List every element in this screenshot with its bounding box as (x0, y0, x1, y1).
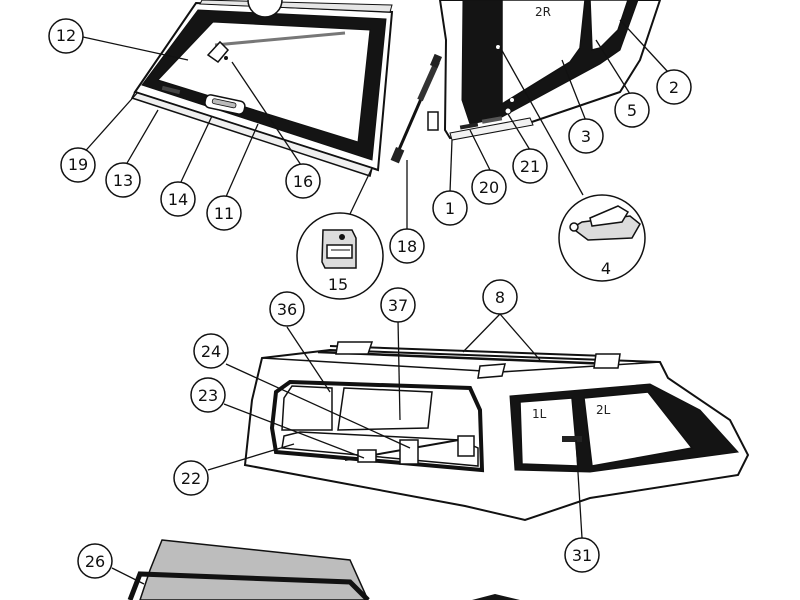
glass-panel-tinted (139, 539, 369, 600)
cap-side-window-1l (519, 397, 579, 467)
roof-rack-mount-left (335, 341, 374, 355)
svg-text:8: 8 (495, 288, 505, 307)
svg-text:26: 26 (85, 552, 105, 571)
callout-5: 5 (614, 92, 650, 128)
detail-4-hinge-clip (558, 194, 646, 282)
glass-panel-seal (127, 571, 370, 600)
cap-rear-handle-left (357, 449, 377, 463)
callout-13: 13 (105, 162, 141, 198)
rear-door-assembly (130, 0, 394, 177)
cap-rear-window-seal (269, 379, 485, 473)
svg-text:21: 21 (520, 157, 540, 176)
cap-badge-left (459, 122, 479, 130)
callout-partial-top (247, 0, 283, 18)
svg-text:11: 11 (214, 204, 234, 223)
leader-lines (79, 0, 669, 585)
callout-31: 31 (564, 537, 600, 573)
cap-badge-right (481, 116, 503, 124)
callout-36: 36 (269, 291, 305, 327)
rear-door-clip (206, 40, 230, 64)
cap-rear-handle-right (457, 435, 475, 457)
callout-1: 1 (432, 190, 468, 226)
callout-2: 2 (656, 69, 692, 105)
svg-text:3: 3 (581, 127, 591, 146)
callout-12: 12 (48, 18, 84, 54)
svg-text:15: 15 (328, 275, 348, 294)
svg-text:37: 37 (388, 296, 408, 315)
svg-text:22: 22 (181, 469, 201, 488)
callout-20: 20 (471, 169, 507, 205)
glass-panel-26 (127, 539, 520, 600)
svg-text:20: 20 (479, 178, 499, 197)
svg-text:23: 23 (198, 386, 218, 405)
rear-door-badge (161, 85, 181, 95)
gas-strut (390, 53, 443, 164)
cap-side-window-2l (583, 391, 694, 467)
truck-cap-assembly: 1L 2L (243, 341, 750, 522)
window-label-2l: 2L (596, 403, 611, 417)
svg-text:24: 24 (201, 342, 221, 361)
svg-text:1: 1 (445, 199, 455, 218)
cap-side-corner: 2R (427, 0, 662, 141)
window-label-1l: 1L (532, 407, 547, 421)
callout-11: 11 (206, 195, 242, 231)
cap-side-latch (562, 436, 582, 442)
callout-22: 22 (173, 460, 209, 496)
rear-door-skirt (130, 91, 373, 177)
svg-text:31: 31 (572, 546, 592, 565)
svg-text:13: 13 (113, 171, 133, 190)
callout-37: 37 (380, 287, 416, 323)
rear-door-clip-dot (224, 56, 228, 60)
callout-4: 4 (601, 259, 611, 278)
rear-door-handle-grip (211, 98, 237, 109)
callout-8: 8 (482, 279, 518, 315)
roof-rack-mount-mid (477, 363, 506, 379)
callout-16: 16 (285, 163, 321, 199)
rear-door-support-rod (214, 31, 346, 47)
cap-rear-glass-center (337, 387, 433, 431)
callout-23: 23 (190, 377, 226, 413)
callout-18: 18 (389, 228, 425, 264)
cap-front-window (589, 0, 629, 51)
svg-text:16: 16 (293, 172, 313, 191)
roof-rack-mount-right (593, 353, 621, 369)
callout-14: 14 (160, 181, 196, 217)
cap-hinge-tab (427, 111, 439, 131)
svg-text:2: 2 (669, 78, 679, 97)
svg-text:5: 5 (627, 101, 637, 120)
glass-panel-edge-right (472, 594, 520, 600)
cap-rear-handle-center (399, 439, 419, 465)
svg-text:18: 18 (397, 237, 417, 256)
svg-text:12: 12 (56, 26, 76, 45)
svg-text:19: 19 (68, 155, 88, 174)
callout-3: 3 (568, 118, 604, 154)
callout-21: 21 (512, 148, 548, 184)
callout-15: 15 (328, 275, 348, 294)
roof-rack-rail-rear (329, 345, 607, 357)
callout-24: 24 (193, 333, 229, 369)
window-label-2r: 2R (535, 5, 551, 19)
callouts: 12 19 13 14 11 16 15 (48, 0, 692, 579)
cap-badge-dot (504, 107, 512, 115)
svg-text:14: 14 (168, 190, 188, 209)
cap-rear-glass-left (281, 385, 333, 431)
callout-26: 26 (77, 543, 113, 579)
cap-lower-trim (449, 117, 534, 141)
svg-text:36: 36 (277, 300, 297, 319)
callout-19: 19 (60, 147, 96, 183)
cap-side-window-2r (501, 0, 586, 106)
svg-text:4: 4 (601, 259, 611, 278)
detail-15-latch (296, 212, 384, 300)
